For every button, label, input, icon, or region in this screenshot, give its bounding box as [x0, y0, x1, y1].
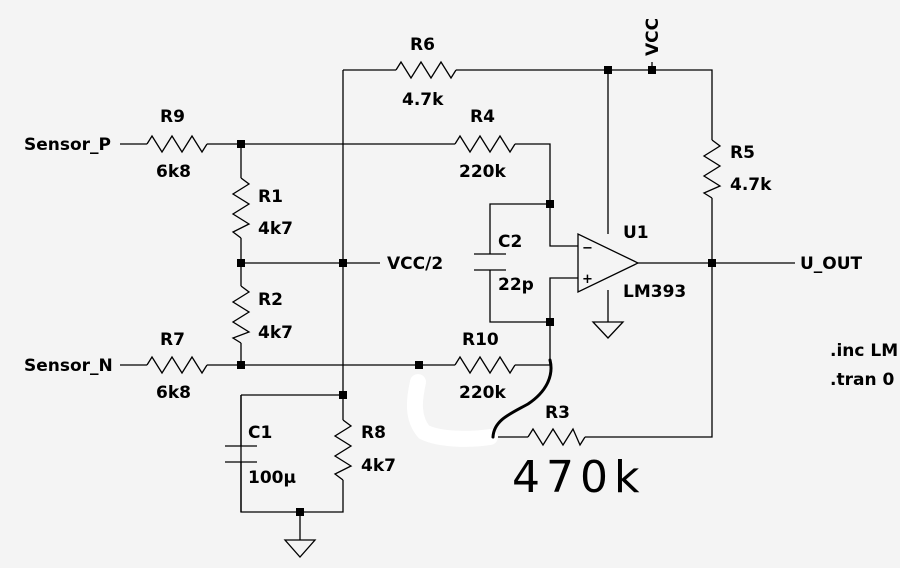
spice-directive-inc: .inc LM — [830, 341, 898, 361]
comparator-u1: − + — [577, 232, 640, 294]
r4-value: 220k — [459, 162, 506, 182]
r4-name: R4 — [470, 107, 495, 127]
r9-name: R9 — [160, 107, 185, 127]
r7-value: 6k8 — [156, 383, 191, 403]
resistor-r7 — [146, 355, 208, 375]
r8-name: R8 — [361, 423, 386, 443]
ground-symbol-u1 — [591, 321, 625, 339]
r8-value: 4k7 — [361, 456, 396, 476]
junction-dots — [237, 66, 716, 516]
c1-value: 100µ — [248, 468, 296, 488]
resistor-r5 — [702, 139, 722, 199]
c2-name: C2 — [498, 232, 522, 252]
resistor-r1 — [231, 177, 251, 239]
resistor-r3 — [527, 427, 586, 447]
c1-name: C1 — [248, 423, 272, 443]
capacitor-c2 — [474, 253, 506, 271]
resistor-r6 — [395, 60, 457, 80]
u1-name: U1 — [623, 223, 649, 243]
resistor-r4 — [454, 134, 516, 154]
resistor-r9 — [146, 134, 208, 154]
spice-directive-tran: .tran 0 — [830, 370, 894, 390]
net-label-sensor-p: Sensor_P — [24, 135, 111, 155]
c2-value: 22p — [498, 275, 534, 295]
r2-name: R2 — [258, 290, 283, 310]
wires — [120, 62, 795, 540]
capacitor-c1 — [225, 445, 257, 463]
handwritten-annotation: 470k — [512, 452, 645, 503]
resistor-r10 — [454, 355, 516, 375]
net-label-sensor-n: Sensor_N — [24, 356, 113, 376]
r2-value: 4k7 — [258, 323, 293, 343]
r5-name: R5 — [730, 143, 755, 163]
net-label-vcc-half: VCC/2 — [387, 254, 443, 274]
net-label-vcc: VCC — [643, 18, 663, 56]
r6-name: R6 — [410, 35, 435, 55]
r9-value: 6k8 — [156, 162, 191, 182]
net-label-u-out: U_OUT — [800, 254, 863, 274]
u1-value: LM393 — [623, 282, 686, 302]
r10-name: R10 — [462, 330, 499, 350]
r5-value: 4.7k — [730, 175, 772, 195]
r6-value: 4.7k — [402, 90, 444, 110]
hand-edit — [406, 358, 553, 447]
u1-minus-pin: − — [582, 241, 593, 256]
r1-name: R1 — [258, 187, 283, 207]
r3-name: R3 — [545, 403, 570, 423]
u1-plus-pin: + — [582, 272, 593, 287]
ground-symbol-c1 — [283, 539, 317, 558]
resistor-r2 — [231, 285, 251, 344]
r10-value: 220k — [459, 383, 506, 403]
resistor-r8 — [333, 419, 353, 481]
r1-value: 4k7 — [258, 219, 293, 239]
r7-name: R7 — [160, 330, 185, 350]
